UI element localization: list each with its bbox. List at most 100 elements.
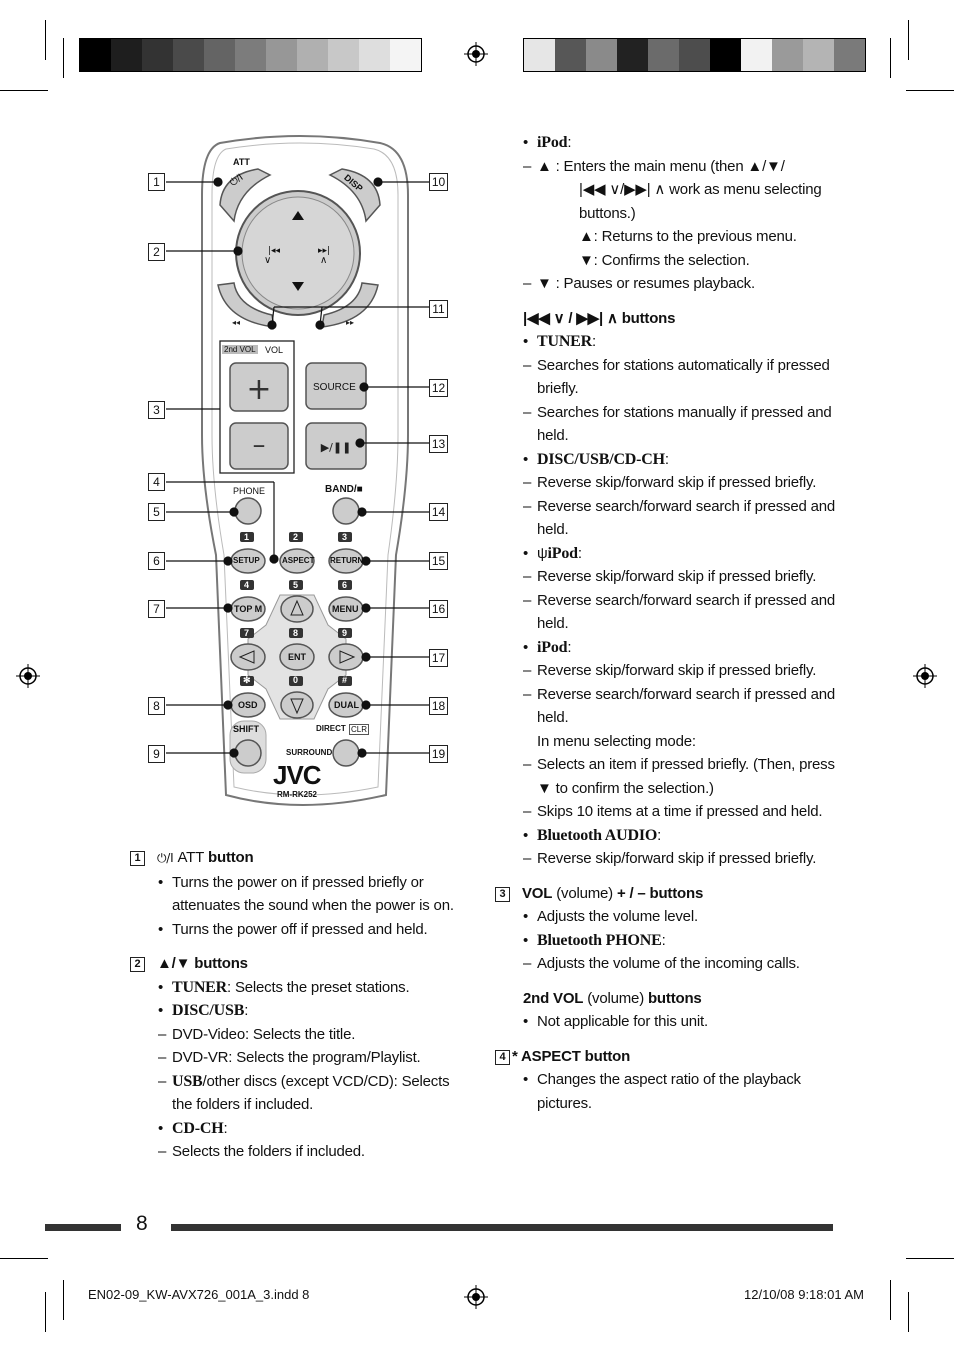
remote-label-ent: ENT (288, 652, 306, 662)
dash-item: Reverse search/forward search if pressed… (523, 495, 835, 542)
skip-buttons-heading: |◀◀ ∨ / ▶▶| ∧ buttons (523, 309, 676, 327)
color-bar-left (79, 38, 422, 72)
remote-control-illustration: |◂◂ ∨ ▸▸| ∧ ◂◂ ▸▸ + – ▶/❚❚ (166, 135, 430, 806)
crop-mark (0, 1258, 48, 1259)
remote-label-top-m: TOP M (234, 604, 263, 614)
dash-item: DVD-Video: Selects the title. (158, 1023, 470, 1047)
dash-item: Reverse skip/forward skip if pressed bri… (523, 471, 835, 495)
bullet: Turns the power on if pressed briefly or… (158, 871, 470, 918)
callout-4: 4 (148, 473, 165, 491)
bullet: TUNER: (523, 330, 835, 354)
key-digit: 3 (342, 532, 348, 542)
svg-text:▶/❚❚: ▶/❚❚ (321, 441, 352, 454)
callout-13: 13 (429, 435, 448, 453)
bullet: Changes the aspect ratio of the playback… (523, 1068, 835, 1115)
remote-label-dual: DUAL (334, 700, 359, 710)
color-bar-right (523, 38, 866, 72)
crop-mark (45, 1292, 46, 1332)
callout-6: 6 (148, 552, 165, 570)
callout-9: 9 (148, 745, 165, 763)
svg-text:–: – (253, 430, 266, 460)
callout-14: 14 (429, 503, 448, 521)
dash-item: Selects an item if pressed briefly. (The… (523, 753, 835, 800)
footer-date: 12/10/08 9:18:01 AM (744, 1287, 864, 1302)
key-digit: 6 (342, 580, 348, 590)
crop-mark (908, 20, 909, 60)
dash-item: USB/other discs (except VCD/CD): Selects… (158, 1070, 470, 1117)
callout-7: 7 (148, 600, 165, 618)
bullet: CD-CH: (158, 1117, 470, 1141)
svg-text:▸▸|: ▸▸| (318, 246, 330, 256)
key-digit: 8 (293, 628, 299, 638)
callout-19: 19 (429, 745, 448, 763)
bullet: Turns the power off if pressed and held. (158, 918, 470, 942)
dash-item: Searches for stations automatically if p… (523, 354, 835, 401)
dash-item: Adjusts the volume of the incoming calls… (523, 952, 835, 976)
right-column: iPod: ▲ : Enters the main menu (then ▲/▼… (495, 131, 835, 1115)
crop-mark (906, 1258, 954, 1259)
registration-mark-icon (464, 1285, 488, 1309)
crop-mark (63, 38, 64, 78)
dash-item-cont: ▼: Confirms the selection. (579, 251, 750, 269)
crop-mark (45, 20, 46, 60)
dash-item: Selects the folders if included. (158, 1140, 470, 1164)
svg-text:∨: ∨ (264, 255, 271, 266)
bullet: DISC/USB: (158, 999, 470, 1023)
dash-item-cont: ▲: Returns to the previous menu. (579, 228, 797, 245)
callout-17: 17 (429, 649, 448, 667)
remote-label-2nd-vol: 2nd VOL (222, 345, 258, 354)
bullet: Adjusts the volume level. (523, 905, 835, 929)
key-digit: 1 (244, 532, 250, 542)
section-4-heading: 4* ASPECT button (495, 1045, 835, 1069)
svg-text:∧: ∧ (320, 255, 327, 266)
svg-text:|◂◂: |◂◂ (268, 246, 281, 256)
remote-label-band: BAND/■ (325, 484, 363, 495)
remote-label-shift: SHIFT (233, 724, 259, 734)
callout-12: 12 (429, 379, 448, 397)
dash-item: Reverse search/forward search if pressed… (523, 589, 835, 636)
section-2-heading: 2▲/▼ buttons (130, 952, 470, 976)
key-digit: 5 (293, 580, 299, 590)
remote-label-direct: DIRECT (316, 724, 346, 733)
dash-item: Skips 10 items at a time if pressed and … (523, 800, 835, 824)
dash-item: ▲ : Enters the main menu (then ▲/▼/ (523, 155, 835, 179)
remote-label-phone: PHONE (233, 486, 266, 496)
crop-mark (908, 1292, 909, 1332)
left-column: 1⏻/I ATT button Turns the power on if pr… (130, 846, 470, 1164)
dash-item: DVD-VR: Selects the program/Playlist. (158, 1046, 470, 1070)
callout-8: 8 (148, 697, 165, 715)
svg-text:◂◂: ◂◂ (232, 318, 240, 327)
crop-mark (63, 1280, 64, 1320)
svg-text:+: + (246, 372, 271, 407)
key-digit: 2 (293, 532, 299, 542)
callout-5: 5 (148, 503, 165, 521)
remote-label-return: RETURN (330, 556, 364, 565)
remote-label-aspect: ASPECT (282, 556, 315, 565)
2nd-vol-heading: 2nd VOL (volume) buttons (523, 989, 702, 1007)
callout-16: 16 (429, 600, 448, 618)
svg-text:▸▸: ▸▸ (346, 318, 354, 327)
dash-item: Reverse skip/forward skip if pressed bri… (523, 565, 835, 589)
bullet: iPod: (523, 131, 835, 155)
section-1-heading: 1⏻/I ATT button (130, 846, 470, 871)
bullet: ψiPod: (523, 542, 835, 566)
callout-15: 15 (429, 552, 448, 570)
remote-label-att: ATT (233, 157, 250, 167)
callout-11: 11 (429, 300, 448, 318)
key-digit: 7 (244, 628, 250, 638)
registration-mark-icon (16, 664, 40, 688)
footer-file: EN02-09_KW-AVX726_001A_3.indd 8 (88, 1287, 310, 1302)
dash-item: Searches for stations manually if presse… (523, 401, 835, 448)
crop-mark (0, 90, 48, 91)
callout-3: 3 (148, 401, 165, 419)
menu-mode-label: In menu selecting mode: (537, 732, 696, 750)
callout-18: 18 (429, 697, 448, 715)
key-digit: ✻ (243, 675, 251, 685)
remote-label-source: SOURCE (313, 382, 356, 393)
callout-10: 10 (429, 173, 448, 191)
page-bar-right (171, 1224, 833, 1231)
usb-icon: ψ (537, 544, 548, 562)
dash-item-cont: |◀◀ ∨/▶▶| ∧ work as menu selecting butto… (579, 181, 822, 222)
dash-item: Reverse skip/forward skip if pressed bri… (523, 847, 835, 871)
dash-item: Reverse search/forward search if pressed… (523, 683, 835, 730)
